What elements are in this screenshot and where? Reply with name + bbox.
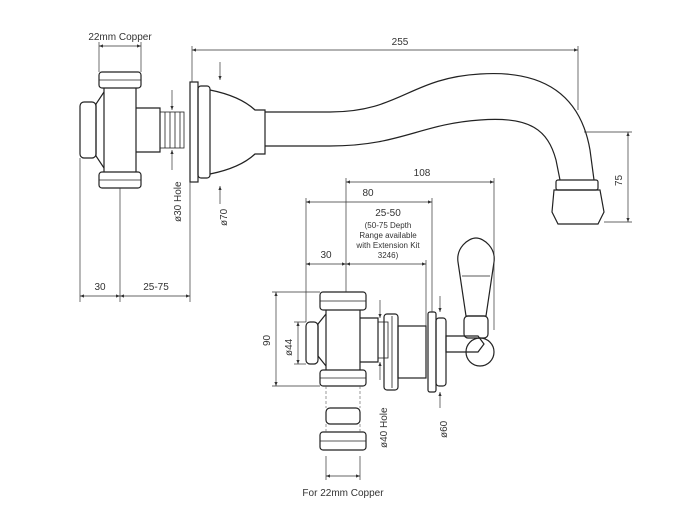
label-dia60: ø60 bbox=[439, 420, 450, 438]
label-255: 255 bbox=[392, 37, 409, 48]
spout-wall-plate bbox=[189, 81, 266, 183]
note-line-3: with Extension Kit bbox=[355, 241, 420, 250]
lower-wall-plate-2 bbox=[427, 311, 447, 393]
handle bbox=[445, 237, 495, 367]
dim-22mm-copper: 22mm Copper bbox=[88, 32, 152, 72]
label-80: 80 bbox=[362, 188, 374, 199]
label-dia44: ø44 bbox=[284, 338, 295, 356]
dim-dia60: ø60 bbox=[438, 296, 450, 438]
note-line-4: 3246) bbox=[378, 251, 399, 260]
loose-fittings bbox=[319, 386, 367, 451]
lower-valve-body bbox=[305, 291, 389, 387]
dim-dia70: ø70 bbox=[218, 62, 230, 226]
upper-valve-body bbox=[79, 71, 185, 189]
label-75: 75 bbox=[614, 174, 625, 186]
spout-arm bbox=[265, 72, 595, 181]
dim-75: 75 bbox=[584, 131, 632, 223]
dim-dia44: ø44 bbox=[284, 321, 306, 365]
label-for-22mm-copper: For 22mm Copper bbox=[302, 488, 384, 499]
label-25-75: 25-75 bbox=[143, 282, 169, 293]
dim-hole40: ø40 Hole bbox=[378, 300, 390, 448]
dim-90: 90 bbox=[262, 291, 320, 387]
label-dia70: ø70 bbox=[219, 208, 230, 226]
label-hole30: ø30 Hole bbox=[173, 181, 184, 222]
dim-30-lower: 30 bbox=[306, 250, 346, 266]
label-108: 108 bbox=[414, 168, 431, 179]
spout-outlet bbox=[551, 179, 605, 225]
dim-lower-left-30-25-75: 30 25-75 bbox=[79, 158, 191, 302]
dim-for-22mm-copper: For 22mm Copper bbox=[302, 456, 384, 499]
dim-108: 108 bbox=[345, 168, 495, 330]
note-line-1: (50-75 Depth bbox=[365, 221, 412, 230]
dim-255: 255 bbox=[191, 37, 579, 110]
label-hole40: ø40 Hole bbox=[379, 407, 390, 448]
label-90: 90 bbox=[262, 334, 273, 346]
label-30-lower: 30 bbox=[320, 250, 332, 261]
note-line-2: Range available bbox=[359, 231, 417, 240]
label-30-left: 30 bbox=[94, 282, 106, 293]
label-25-50: 25-50 bbox=[375, 208, 401, 219]
dim-80: 80 bbox=[305, 188, 433, 322]
lower-wall-plate-1 bbox=[383, 313, 427, 391]
label-22mm-copper: 22mm Copper bbox=[88, 32, 152, 43]
dim-25-50: 25-50 (50-75 Depth Range available with … bbox=[346, 208, 427, 326]
dim-hole30: ø30 Hole bbox=[170, 90, 184, 222]
